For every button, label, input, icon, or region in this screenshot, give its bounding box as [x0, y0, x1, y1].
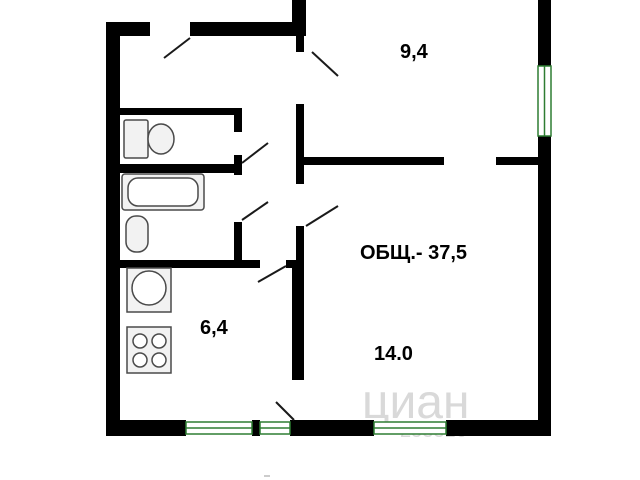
wall-bottom-left [106, 420, 186, 436]
room-labels: 9,4 ОБЩ.- 37,5 6,4 14.0 [200, 41, 467, 365]
wall-bottom-right [446, 420, 551, 436]
wall-wc-bath-divider [120, 164, 242, 173]
wall-bath-right [234, 222, 242, 260]
doors [163, 37, 339, 421]
wall-corridor-top [296, 36, 304, 52]
door-balcony [275, 401, 295, 421]
door-entrance [163, 37, 191, 59]
sink-icon [126, 267, 172, 313]
wall-rooms-divider-left [304, 157, 444, 165]
stove-icon [126, 326, 172, 374]
wall-outer-right-top [538, 0, 551, 66]
door-room-large [305, 205, 339, 227]
windows [185, 65, 552, 435]
room-area-kitchen: 6,4 [200, 317, 229, 339]
wall-kitchen-room-divider [292, 260, 304, 380]
wall-top-notch [292, 0, 306, 36]
wall-corridor-lower [296, 226, 304, 262]
room-area-top-right: 9,4 [400, 41, 429, 63]
wall-bottom-middle [290, 420, 374, 436]
total-area-label: ОБЩ.- 37,5 [360, 242, 467, 264]
wall-top-left [106, 22, 150, 36]
door-room-top [311, 51, 339, 77]
walls [106, 0, 551, 436]
washing-basin-icon [125, 215, 149, 253]
toilet-icon [123, 119, 175, 159]
wall-wc-right-top [234, 108, 242, 132]
door-wc [241, 142, 269, 164]
door-kitchen [257, 265, 287, 283]
room-area-large: 14.0 [374, 343, 413, 365]
wall-corridor-center [296, 104, 304, 184]
bathtub-icon [121, 173, 205, 211]
wall-wc-top [120, 108, 242, 115]
wall-rooms-divider-right [496, 157, 538, 165]
door-bath [241, 201, 269, 221]
wall-kitchen-top [120, 260, 260, 268]
wall-outer-left [106, 22, 120, 436]
fixtures [121, 119, 205, 374]
wall-outer-right-bottom [538, 136, 551, 436]
wall-top-middle [190, 22, 306, 36]
wall-bottom-pillar-1 [252, 420, 260, 436]
